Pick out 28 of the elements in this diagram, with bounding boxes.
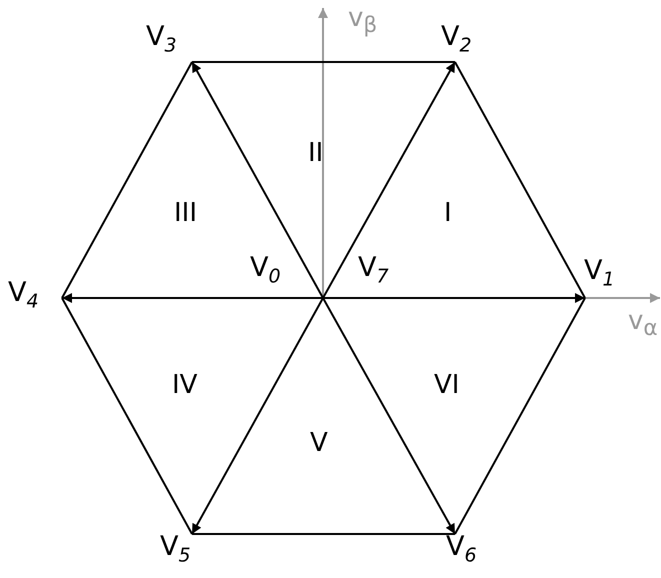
vector-arrow — [322, 62, 456, 298]
vector-label: V$_{4}$ — [8, 278, 39, 316]
vector-label: V$_{2}$ — [441, 22, 472, 60]
hexagon-side — [454, 298, 586, 534]
hexagon-side — [61, 62, 193, 298]
vector-label: V$_{0}$ — [250, 253, 281, 290]
hexagon-side — [192, 61, 455, 63]
vector-label: V$_{7}$ — [358, 253, 389, 290]
vector-arrow — [322, 298, 456, 534]
sector-number: I — [444, 198, 452, 228]
sector-number: III — [174, 198, 198, 228]
vector-arrow — [323, 293, 585, 303]
sector-number: V — [310, 428, 328, 458]
vector-arrow — [191, 298, 324, 534]
vector-arrow — [62, 293, 323, 303]
sector-number: IV — [172, 370, 198, 400]
sector-number: VI — [434, 370, 460, 400]
hexagon-side — [454, 62, 586, 298]
vector-label: V$_{6}$ — [446, 532, 477, 570]
vector-label: V$_{1}$ — [584, 256, 615, 294]
hexagon-side — [61, 298, 193, 534]
axis-label: v$_{β}$ — [348, 3, 378, 40]
vector-label: V$_{3}$ — [146, 22, 177, 60]
sector-number: II — [308, 138, 324, 168]
axis-label: v$_{α}$ — [628, 306, 658, 344]
vector-label: V$_{5}$ — [160, 532, 191, 570]
hexagon-side — [192, 533, 455, 535]
vector-arrow — [191, 62, 324, 298]
